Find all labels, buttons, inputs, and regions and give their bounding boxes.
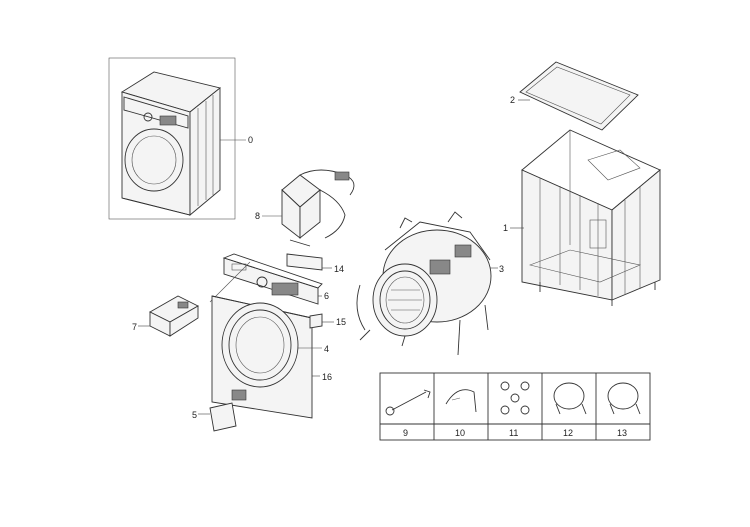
accessory-12-inlet-hose[interactable] bbox=[553, 382, 587, 415]
part-8-main-pcb[interactable] bbox=[281, 169, 355, 247]
accessory-label-12: 12 bbox=[563, 428, 573, 438]
accessory-table bbox=[379, 372, 651, 441]
callout-7: 7 bbox=[132, 322, 137, 332]
part-3-tub-assembly[interactable] bbox=[356, 211, 492, 356]
callout-1: 1 bbox=[503, 223, 508, 233]
part-14-label[interactable] bbox=[286, 253, 323, 271]
accessory-label-11: 11 bbox=[509, 428, 518, 438]
accessory-13-inlet-hose[interactable] bbox=[607, 382, 641, 415]
accessory-label-9: 9 bbox=[403, 428, 408, 438]
accessory-label-13: 13 bbox=[617, 428, 627, 438]
part-4-door[interactable] bbox=[221, 302, 299, 388]
callout-4: 4 bbox=[324, 344, 329, 354]
callout-8: 8 bbox=[255, 211, 260, 221]
callout-2: 2 bbox=[510, 95, 515, 105]
part-5-filter-cover[interactable] bbox=[209, 389, 247, 432]
part-2-top-cover[interactable] bbox=[519, 61, 639, 131]
callout-16: 16 bbox=[322, 372, 332, 382]
part-1-cabinet[interactable] bbox=[521, 129, 661, 306]
callout-6: 6 bbox=[324, 291, 329, 301]
part-6-control-panel[interactable] bbox=[222, 253, 323, 305]
callout-0: 0 bbox=[248, 135, 253, 145]
accessory-10-hose-guide[interactable] bbox=[445, 389, 477, 413]
part-15-pad[interactable] bbox=[309, 313, 323, 329]
callout-15: 15 bbox=[336, 317, 346, 327]
accessory-11-caps[interactable] bbox=[500, 381, 530, 415]
accessory-9-spanner[interactable] bbox=[385, 389, 431, 416]
callout-5: 5 bbox=[192, 410, 197, 420]
callout-14: 14 bbox=[334, 264, 344, 274]
part-7-detergent-drawer[interactable] bbox=[149, 295, 199, 337]
accessory-label-10: 10 bbox=[455, 428, 465, 438]
callout-3: 3 bbox=[499, 264, 504, 274]
part-0-assembled-washer[interactable] bbox=[108, 57, 236, 220]
